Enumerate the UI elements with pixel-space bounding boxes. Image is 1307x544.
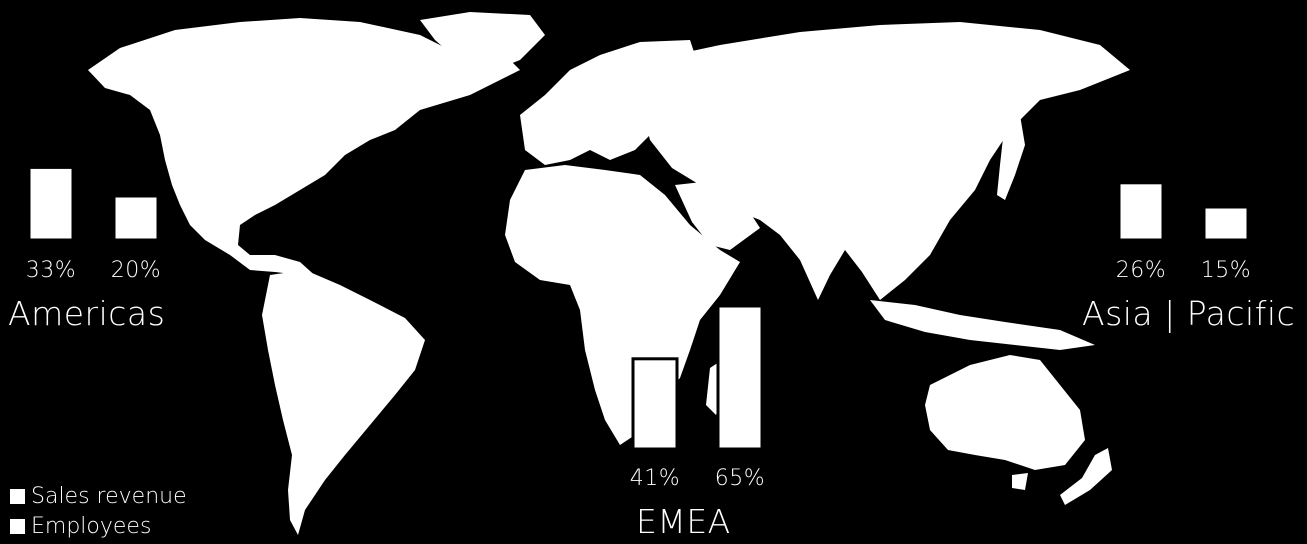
emea-sales-bar xyxy=(631,357,679,451)
legend-label: Sales revenue xyxy=(31,484,187,509)
australia-shape xyxy=(925,355,1085,470)
tasmania-shape xyxy=(1012,473,1028,490)
region-label-emea: EMEA xyxy=(636,502,731,541)
legend-label: Employees xyxy=(31,514,152,539)
africa-shape xyxy=(505,165,740,445)
asia-pacific-employees-bar xyxy=(1202,205,1250,242)
north-america-shape xyxy=(88,18,520,280)
new-zealand-shape xyxy=(1060,448,1112,505)
americas-employees-label: 20% xyxy=(110,258,162,283)
greenland-shape xyxy=(420,12,545,72)
americas-sales-label: 33% xyxy=(25,258,77,283)
asia-pacific-sales-bar xyxy=(1117,181,1165,242)
asia-pacific-sales-label: 26% xyxy=(1115,258,1167,283)
emea-employees-label: 65% xyxy=(714,466,766,491)
region-label-americas: Americas xyxy=(8,294,166,333)
legend-item-employees: Employees xyxy=(10,514,151,539)
japan-shape xyxy=(997,115,1025,200)
emea-employees-bar xyxy=(716,304,764,451)
emea-sales-label: 41% xyxy=(629,466,681,491)
americas-sales-bar xyxy=(27,165,75,242)
legend-swatch xyxy=(10,519,25,534)
bars-layer xyxy=(27,165,1250,451)
legend-swatch xyxy=(10,489,25,504)
indonesia-shape xyxy=(870,300,1095,350)
legend-item-sales-revenue: Sales revenue xyxy=(10,484,187,509)
region-label-asia-pacific: Asia | Pacific xyxy=(1082,294,1296,333)
asia-pacific-employees-label: 15% xyxy=(1200,258,1252,283)
arabia-shape xyxy=(675,180,760,250)
americas-employees-bar xyxy=(112,194,160,242)
asia-shape xyxy=(640,22,1130,300)
south-america-shape xyxy=(262,270,425,535)
